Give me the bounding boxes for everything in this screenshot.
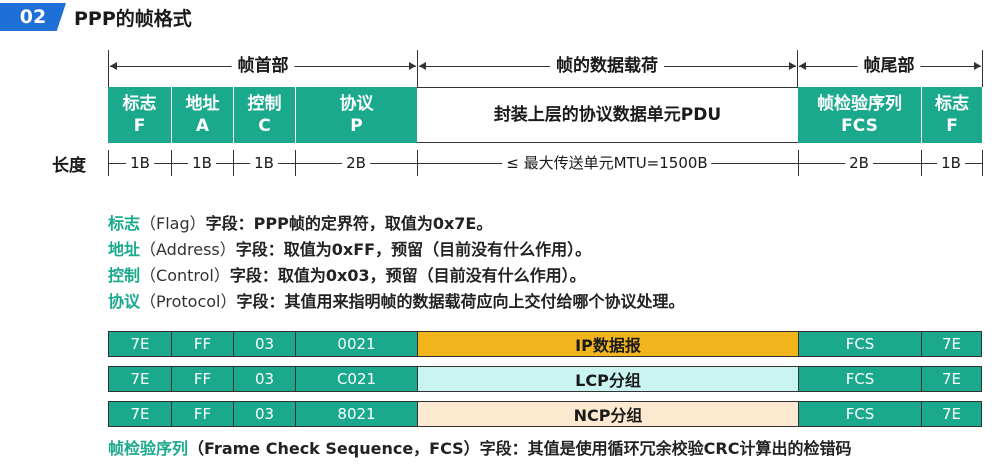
field-control: 控制 C	[234, 87, 295, 143]
example-cell: 7E	[921, 366, 982, 392]
example-cell: 7E	[108, 366, 172, 392]
desc-fcs: 帧检验序列（Frame Check Sequence，FCS）字段：其值是使用循…	[108, 438, 851, 460]
example-cell: FCS	[798, 401, 922, 427]
length-tick	[417, 150, 418, 176]
example-cell: 7E	[921, 331, 982, 357]
desc-key: 标志	[108, 214, 141, 233]
desc-protocol: 协议（Protocol）字段：其值用来指明帧的数据载荷应向上交付给哪个协议处理。	[108, 292, 685, 312]
field-fcs: 帧检验序列 FCS	[798, 87, 921, 143]
example-cell: FCS	[798, 331, 922, 357]
example-cell: 0021	[295, 331, 418, 357]
arrow-left-icon	[419, 62, 426, 70]
example-frame-ip: 7E FF 03 0021 IP数据报 FCS 7E	[108, 331, 982, 357]
example-payload: IP数据报	[417, 331, 799, 357]
example-cell: 03	[233, 366, 296, 392]
example-payload: NCP分组	[417, 401, 799, 427]
desc-address: 地址（Address）字段：取值为0xFF，预留（目前没有什么作用）。	[108, 240, 591, 260]
length-value: 2B	[845, 154, 873, 172]
length-tick	[798, 150, 799, 176]
field-abbr: F	[133, 116, 146, 136]
field-abbr: F	[946, 116, 958, 136]
example-frame-ncp: 7E FF 03 8021 NCP分组 FCS 7E	[108, 401, 982, 427]
field-payload: 封装上层的协议数据单元PDU	[417, 87, 798, 143]
desc-text: 字段：取值为0xFF，预留（目前没有什么作用）。	[235, 240, 592, 259]
field-name: 控制	[247, 94, 282, 114]
bracket-tick	[417, 50, 418, 87]
desc-key: 协议	[108, 292, 141, 311]
bracket-tick	[797, 50, 798, 87]
field-protocol: 协议 P	[296, 87, 417, 143]
arrow-left-icon	[110, 62, 117, 70]
length-tick	[233, 150, 234, 176]
length-value: 1B	[250, 154, 278, 172]
field-name: 标志	[935, 94, 969, 114]
length-value: 1B	[126, 154, 154, 172]
example-payload: LCP分组	[417, 366, 799, 392]
example-cell: FF	[171, 401, 234, 427]
field-flag-end: 标志 F	[922, 87, 982, 143]
example-frame-lcp: 7E FF 03 C021 LCP分组 FCS 7E	[108, 366, 982, 392]
example-cell: 7E	[921, 401, 982, 427]
example-cell: 03	[233, 331, 296, 357]
desc-key: 控制	[108, 266, 141, 285]
example-cell: 8021	[295, 401, 418, 427]
field-abbr: A	[195, 116, 210, 136]
field-abbr: C	[258, 116, 271, 136]
page-title: PPP的帧格式	[74, 8, 192, 30]
field-flag-start: 标志 F	[108, 87, 171, 143]
field-name: 标志	[122, 94, 157, 114]
desc-paren: （Protocol）	[140, 292, 237, 311]
section-label-payload: 帧的数据载荷	[550, 56, 664, 76]
length-value: ≤ 最大传送单元MTU=1500B	[502, 154, 712, 172]
example-cell: 03	[233, 401, 296, 427]
length-tick	[982, 150, 983, 176]
length-value: 2B	[342, 154, 370, 172]
example-cell: FF	[171, 331, 234, 357]
desc-text: 字段：PPP帧的定界符，取值为0x7E。	[205, 214, 493, 233]
field-abbr: FCS	[841, 116, 878, 136]
field-name: 协议	[339, 94, 374, 114]
desc-text: 字段：取值为0x03，预留（目前没有什么作用）。	[229, 266, 586, 285]
example-cell: 7E	[108, 331, 172, 357]
length-tick	[108, 150, 109, 176]
field-abbr: P	[350, 116, 363, 136]
arrow-right-icon	[409, 62, 416, 70]
length-label: 长度	[52, 156, 86, 176]
example-cell: 7E	[108, 401, 172, 427]
length-tick	[921, 150, 922, 176]
bracket-tick	[108, 50, 109, 87]
desc-text: 字段：其值用来指明帧的数据载荷应向上交付给哪个协议处理。	[236, 292, 685, 311]
desc-flag: 标志（Flag）字段：PPP帧的定界符，取值为0x7E。	[108, 214, 492, 234]
example-cell: C021	[295, 366, 418, 392]
arrow-left-icon	[799, 62, 806, 70]
bracket-tick	[982, 50, 983, 87]
field-name: 封装上层的协议数据单元PDU	[493, 105, 722, 125]
desc-paren: （Flag）	[140, 214, 206, 233]
desc-control: 控制（Control）字段：取值为0x03，预留（目前没有什么作用）。	[108, 266, 586, 286]
length-tick	[171, 150, 172, 176]
length-tick	[295, 150, 296, 176]
desc-text: （Frame Check Sequence，FCS）字段：其值是使用循环冗余校验…	[188, 439, 852, 458]
field-name: 帧检验序列	[817, 94, 902, 114]
example-cell: FCS	[798, 366, 922, 392]
section-label-tail: 帧尾部	[857, 56, 921, 76]
desc-key: 帧检验序列	[108, 439, 189, 458]
field-name: 地址	[185, 94, 220, 114]
desc-paren: （Address）	[140, 240, 236, 259]
example-cell: FF	[171, 366, 234, 392]
section-number-badge: 02	[0, 3, 66, 31]
field-address: 地址 A	[172, 87, 233, 143]
arrow-right-icon	[789, 62, 796, 70]
length-value: 1B	[188, 154, 216, 172]
desc-paren: （Control）	[140, 266, 230, 285]
section-label-head: 帧首部	[231, 56, 295, 76]
length-value: 1B	[937, 154, 965, 172]
desc-key: 地址	[108, 240, 141, 259]
arrow-right-icon	[974, 62, 981, 70]
